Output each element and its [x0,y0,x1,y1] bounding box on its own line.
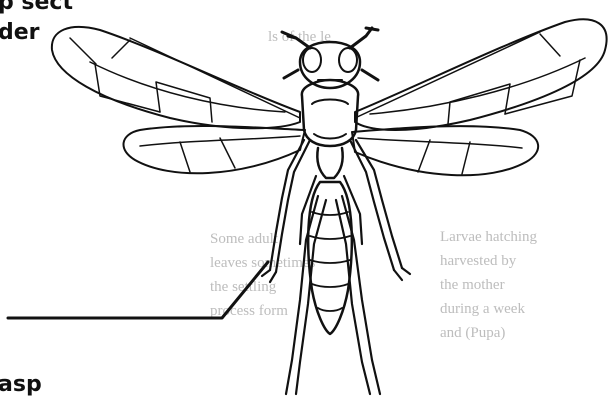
right-forewing [355,19,607,130]
wasp-legs [262,140,410,394]
wasp-thorax [302,80,358,146]
label-top-line2: der [0,22,40,44]
wasp-waist [317,148,342,178]
right-hindwing [352,126,538,175]
left-hindwing [124,126,305,173]
antennae [282,28,378,80]
label-top-line1: p sect [0,0,73,14]
leader-line [8,262,268,318]
label-bottom: asp [0,374,42,396]
left-forewing [52,27,300,128]
